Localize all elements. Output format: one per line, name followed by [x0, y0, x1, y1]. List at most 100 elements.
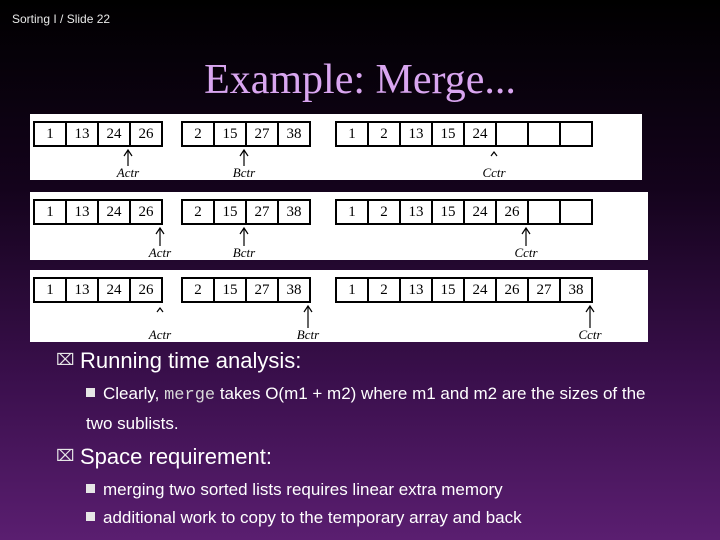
array-cell: 2: [181, 277, 215, 303]
svg-text:1: 1: [46, 126, 54, 142]
array-cell: [559, 121, 593, 147]
square-bullet-icon: [86, 484, 95, 493]
array-cell: 24: [97, 199, 131, 225]
array-cell: 13: [65, 199, 99, 225]
svg-text:Actr: Actr: [116, 165, 140, 180]
svg-text:1: 1: [46, 204, 54, 220]
svg-text:13: 13: [75, 282, 90, 298]
svg-text:26: 26: [139, 282, 155, 298]
array-cell: 26: [129, 277, 163, 303]
array-cell: 1: [33, 199, 67, 225]
svg-text:24: 24: [473, 204, 489, 220]
array-cell: 15: [431, 277, 465, 303]
square-bullet-icon: [86, 388, 95, 397]
array-cell: 15: [213, 121, 247, 147]
array-cell: [559, 199, 593, 225]
bullet-list: ⌧ Running time analysis: Clearly, merge …: [56, 346, 696, 532]
merge-code: merge: [164, 386, 216, 405]
running-time-heading: Running time analysis:: [80, 348, 302, 373]
pointer-actr: Actr: [148, 307, 172, 342]
array-cell: 2: [181, 199, 215, 225]
svg-text:38: 38: [569, 282, 584, 298]
arrowhead-icon: [521, 226, 531, 235]
svg-text:1: 1: [46, 282, 54, 298]
svg-text:24: 24: [107, 204, 123, 220]
space-item-1: merging two sorted lists requires linear…: [56, 476, 696, 504]
running-time-detail: Clearly, merge takes O(m1 + m2) where m1…: [56, 380, 646, 438]
svg-text:26: 26: [139, 204, 155, 220]
space-item-2: additional work to copy to the temporary…: [56, 504, 696, 532]
arrowhead-icon: [585, 304, 595, 313]
array-cell: 1: [335, 199, 369, 225]
box-x-bullet-icon: ⌧: [56, 352, 75, 369]
svg-text:2: 2: [380, 204, 388, 220]
array-cell: 2: [367, 277, 401, 303]
svg-text:Cctr: Cctr: [482, 165, 506, 180]
pointer-bctr: Bctr: [233, 226, 256, 260]
array-cell: 24: [463, 121, 497, 147]
array-cell: 1: [335, 121, 369, 147]
pointer-cctr: Cctr: [514, 226, 538, 260]
array-cell: 1: [335, 277, 369, 303]
array-cell: [495, 121, 529, 147]
svg-text:24: 24: [107, 282, 123, 298]
pointer-cctr: Cctr: [578, 304, 602, 342]
svg-text:24: 24: [107, 126, 123, 142]
svg-text:Bctr: Bctr: [233, 245, 256, 260]
svg-text:2: 2: [194, 126, 202, 142]
svg-text:13: 13: [409, 282, 424, 298]
svg-text:Bctr: Bctr: [297, 327, 320, 342]
pointer-bctr: Bctr: [233, 148, 256, 180]
array-cell: 2: [367, 199, 401, 225]
svg-text:15: 15: [441, 204, 456, 220]
array-cell: 2: [181, 121, 215, 147]
array-cell: 24: [463, 199, 497, 225]
pointer-actr: Actr: [116, 148, 140, 180]
svg-text:27: 27: [255, 282, 271, 298]
array-cell: 26: [129, 121, 163, 147]
svg-text:15: 15: [223, 204, 238, 220]
array-cell: 2: [367, 121, 401, 147]
detail-suffix: takes O(m1 + m2) where m1 and m2 are the…: [86, 384, 646, 433]
array-cell: 13: [65, 277, 99, 303]
svg-text:15: 15: [223, 282, 238, 298]
svg-text:26: 26: [139, 126, 155, 142]
space-heading: Space requirement:: [80, 444, 272, 469]
svg-text:1: 1: [348, 126, 356, 142]
svg-text:24: 24: [473, 282, 489, 298]
array-cell: 13: [65, 121, 99, 147]
svg-text:Actr: Actr: [148, 327, 172, 342]
svg-text:Cctr: Cctr: [514, 245, 538, 260]
svg-text:1: 1: [348, 204, 356, 220]
array-cell: 1: [33, 277, 67, 303]
list-2: 2 15 27 38: [181, 277, 311, 303]
array-cell: 1: [33, 121, 67, 147]
svg-text:15: 15: [441, 126, 456, 142]
svg-text:26: 26: [505, 282, 521, 298]
array-cell: 24: [97, 121, 131, 147]
array-cell: 24: [97, 277, 131, 303]
svg-text:26: 26: [505, 204, 521, 220]
array-cell: 27: [245, 199, 279, 225]
pointer-cctr: Cctr: [482, 151, 506, 180]
svg-text:38: 38: [287, 282, 302, 298]
array-cell: 13: [399, 121, 433, 147]
array-cell: 27: [527, 277, 561, 303]
svg-text:27: 27: [255, 126, 271, 142]
list-1: 1 13 24 26: [33, 277, 163, 303]
array-cell: 38: [277, 199, 311, 225]
array-cell: 27: [245, 121, 279, 147]
detail-prefix: Clearly,: [103, 384, 165, 403]
array-cell: 26: [495, 277, 529, 303]
slide-title: Example: Merge...: [204, 57, 516, 103]
slide-header: Sorting I / Slide 22: [12, 12, 111, 26]
arrowhead-icon: [123, 148, 133, 157]
